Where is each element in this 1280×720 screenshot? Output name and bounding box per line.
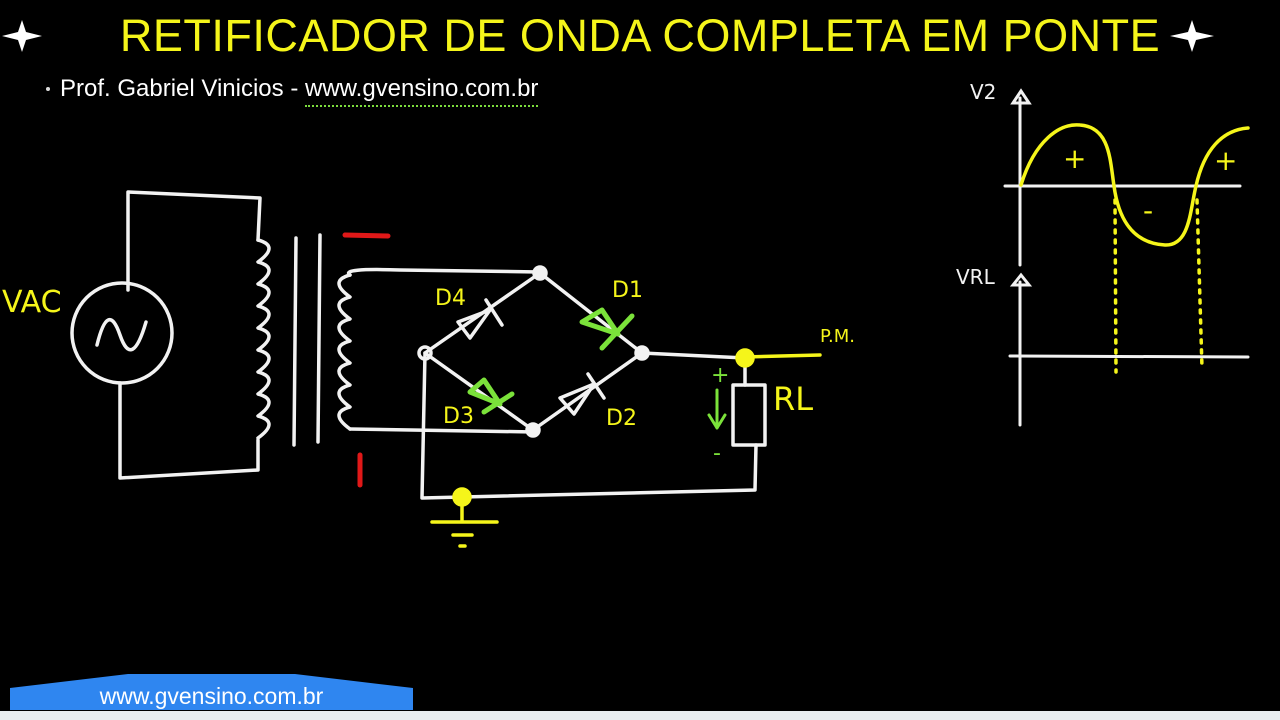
vrl-horizontal-axis (1008, 354, 1250, 359)
node-bottom (525, 422, 541, 438)
star-icon-left (2, 20, 42, 52)
wave-minus: - (1143, 194, 1153, 227)
website-link[interactable]: www.gvensino.com.br (304, 75, 539, 107)
transformer-core (292, 233, 322, 447)
footer-banner (10, 674, 413, 710)
label-v2-axis: V2 (970, 80, 996, 104)
dotted-projection-line-1 (1113, 198, 1118, 374)
ac-source-symbol (70, 281, 174, 385)
primary-coil (256, 238, 271, 440)
label-d2: D2 (606, 406, 637, 431)
load-plus-sign: + (711, 363, 729, 388)
label-measure-point: P.M. (820, 326, 855, 347)
node-right (634, 345, 650, 361)
secondary-wire (346, 267, 542, 434)
label-vrl-axis: VRL (956, 265, 996, 289)
output-wire (640, 351, 747, 387)
red-polarity-mark-top (342, 232, 391, 239)
diode-d1-symbol (579, 307, 635, 351)
bottom-strip (0, 711, 1280, 720)
wave-plus-1: + (1063, 142, 1086, 175)
diode-d2-symbol (558, 372, 606, 416)
return-wire (420, 351, 758, 500)
current-arrow-icon (707, 388, 727, 430)
diode-d4-symbol (456, 298, 504, 340)
ac-sine-glyph (95, 318, 148, 352)
dotted-projection-line-2 (1195, 198, 1204, 370)
subtitle: Prof. Gabriel Vinicios - www.gvensino.co… (60, 75, 539, 107)
label-d4: D4 (435, 286, 466, 311)
diode-d3-symbol (467, 377, 515, 415)
node-left (417, 345, 433, 361)
label-d3: D3 (443, 404, 474, 429)
author-text: Prof. Gabriel Vinicios - (60, 75, 305, 102)
wave-plus-2: + (1214, 144, 1237, 177)
label-d1: D1 (612, 278, 643, 303)
load-resistor (731, 383, 767, 447)
measure-point-wire (743, 353, 822, 359)
label-vac: VAC (2, 285, 62, 320)
v2-sine-wave (1019, 123, 1250, 247)
measure-point-node (735, 348, 755, 368)
primary-wire (118, 190, 262, 480)
vrl-axis-arrow-icon (1009, 272, 1033, 287)
node-top (532, 265, 548, 281)
footer-banner-text[interactable]: www.gvensino.com.br (99, 683, 324, 709)
page-title: RETIFICADOR DE ONDA COMPLETA EM PONTE (119, 10, 1161, 61)
v2-axis-arrow-icon (1010, 88, 1032, 105)
secondary-coil (337, 273, 352, 431)
star-icon-right (1170, 20, 1214, 52)
load-minus-sign: - (713, 441, 721, 466)
label-rl: RL (773, 380, 813, 418)
ground-icon (430, 498, 499, 548)
bullet-dot (46, 87, 50, 91)
